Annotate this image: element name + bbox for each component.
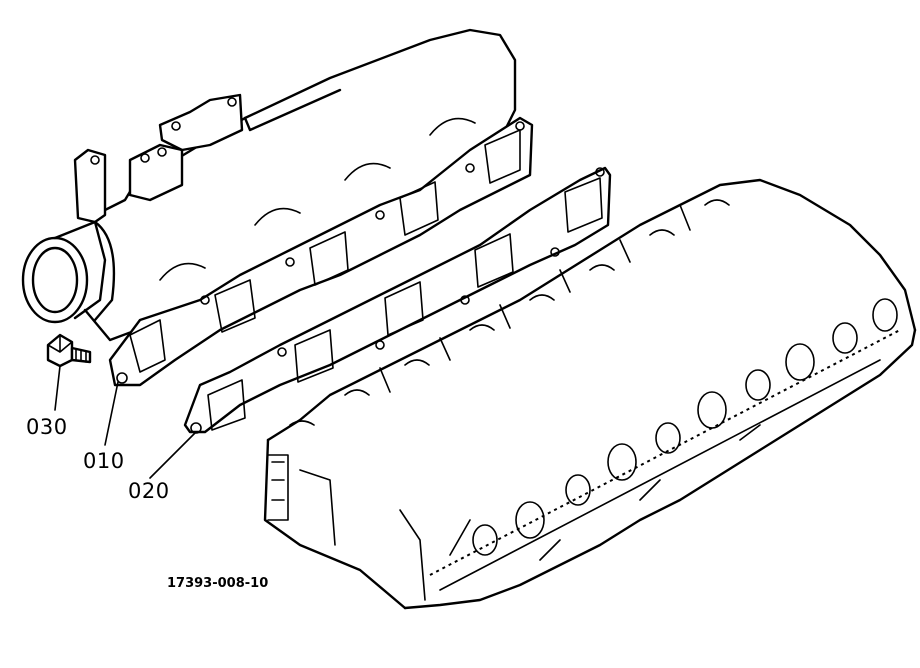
gasket-020 — [183, 166, 612, 434]
callout-020: 020 — [128, 479, 170, 503]
callout-030: 030 — [26, 415, 68, 439]
gasket-010 — [108, 116, 534, 387]
drawing-reference-code: 17393-008-10 — [167, 576, 269, 591]
callout-010: 010 — [83, 449, 125, 473]
leader-lines — [54, 365, 197, 479]
exhaust-manifold — [21, 28, 517, 342]
cylinder-head — [263, 178, 917, 610]
bolt-030 — [46, 333, 92, 368]
